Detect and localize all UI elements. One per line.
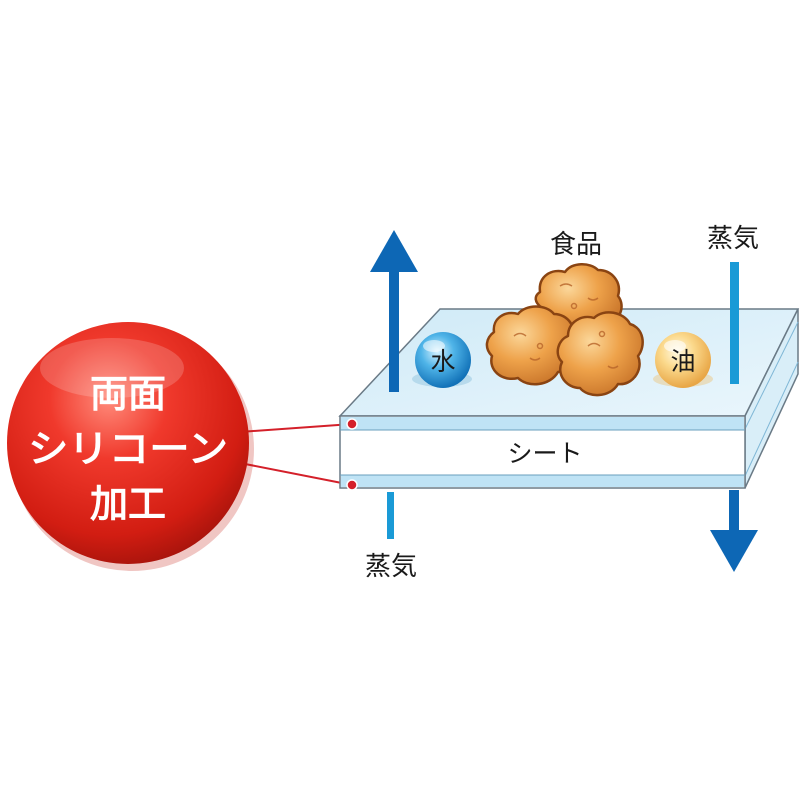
badge-line-3: 加工 — [90, 482, 166, 526]
connector-top — [239, 423, 353, 433]
silicone-coating-top — [341, 417, 744, 430]
steam-label-bottom: 蒸気 — [365, 552, 417, 582]
coating-marker-bottom — [346, 479, 358, 491]
food-piece-right — [556, 311, 644, 397]
badge-line-2: シリコーン — [28, 427, 228, 471]
connector-lines — [239, 423, 353, 486]
badge-circle — [7, 322, 249, 564]
silicone-coating-bottom — [341, 475, 744, 487]
double-sided-silicone-badge: 両面 シリコーン 加工 — [7, 322, 254, 571]
connector-bottom — [239, 462, 353, 486]
food-pieces — [485, 263, 644, 397]
water-label: 水 — [430, 347, 455, 376]
steam-label-top: 蒸気 — [707, 224, 759, 254]
steam-line-top — [730, 262, 739, 384]
oil-droplet: 油 — [653, 332, 713, 388]
water-droplet: 水 — [412, 332, 472, 388]
oil-label: 油 — [670, 347, 695, 376]
food-label: 食品 — [550, 230, 602, 260]
steam-line-bottom — [387, 492, 394, 539]
badge-line-1: 両面 — [90, 372, 166, 416]
steam-down-arrow — [710, 490, 758, 572]
sheet-label: シート — [507, 439, 582, 468]
coating-marker-top — [346, 418, 358, 430]
steam-up-arrow — [370, 230, 418, 392]
